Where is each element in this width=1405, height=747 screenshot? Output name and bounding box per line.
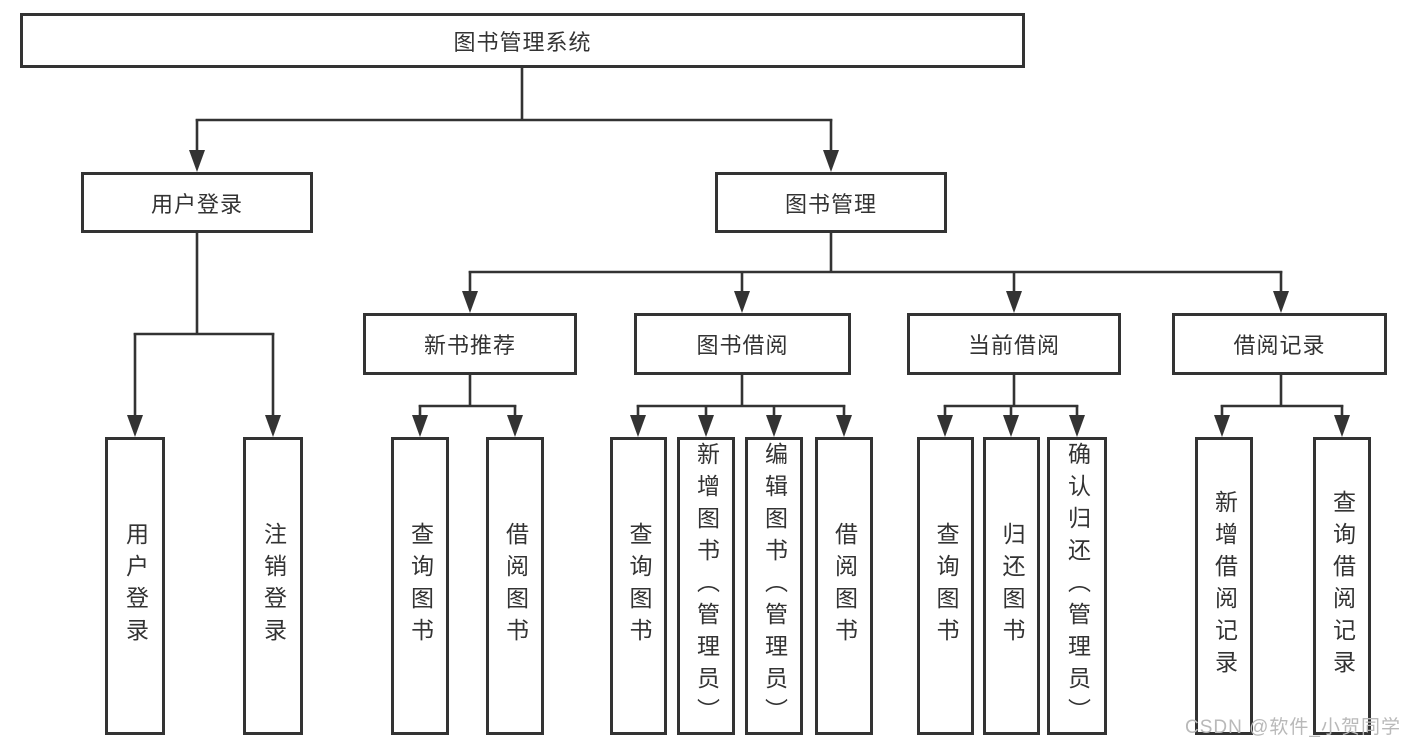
leaf-query-books-recommend: 查询图书: [391, 437, 449, 735]
node-label: 编辑图书（管理员）: [761, 442, 788, 730]
leaf-add-borrow-record: 新增借阅记录: [1195, 437, 1253, 735]
leaf-query-books-borrow: 查询图书: [610, 437, 667, 735]
leaf-borrow-books-recommend: 借阅图书: [486, 437, 544, 735]
leaf-query-borrow-record: 查询借阅记录: [1313, 437, 1371, 735]
node-label: 查询图书: [933, 522, 959, 650]
node-label: 图书管理系统: [453, 29, 592, 55]
node-label: 图书管理: [784, 191, 877, 217]
leaf-query-books-current: 查询图书: [917, 437, 974, 735]
node-book-borrow: 图书借阅: [634, 313, 851, 375]
leaf-add-books-admin: 新增图书（管理员）: [677, 437, 735, 735]
leaf-borrow-books: 借阅图书: [815, 437, 873, 735]
node-label: 注销登录: [260, 522, 287, 650]
node-label: 查询图书: [407, 522, 434, 650]
node-label: 当前借阅: [967, 333, 1060, 358]
node-label: 确认归还（管理员）: [1064, 442, 1091, 730]
node-label: 借阅图书: [831, 522, 858, 650]
node-label: 新增借阅记录: [1211, 490, 1238, 682]
node-borrow-records: 借阅记录: [1172, 313, 1387, 375]
leaf-confirm-return-admin: 确认归还（管理员）: [1047, 437, 1107, 735]
leaf-edit-books-admin: 编辑图书（管理员）: [745, 437, 803, 735]
node-label: 查询借阅记录: [1329, 490, 1356, 682]
node-label: 归还图书: [999, 522, 1025, 650]
node-library-management-system: 图书管理系统: [20, 13, 1025, 68]
node-label: 新增图书（管理员）: [693, 442, 720, 730]
leaf-return-books: 归还图书: [983, 437, 1040, 735]
node-label: 新书推荐: [423, 333, 516, 358]
node-label: 用户登录: [122, 522, 149, 650]
node-label: 查询图书: [626, 522, 652, 650]
node-book-management-branch: 图书管理: [715, 172, 947, 233]
node-current-borrow: 当前借阅: [907, 313, 1121, 375]
node-label: 图书借阅: [696, 333, 789, 358]
node-label: 借阅图书: [502, 522, 529, 650]
csdn-watermark: CSDN @软件_小贺同学: [1185, 717, 1401, 738]
node-user-login-branch: 用户登录: [81, 172, 313, 233]
leaf-logout: 注销登录: [243, 437, 303, 735]
node-label: 借阅记录: [1233, 333, 1326, 358]
leaf-user-login: 用户登录: [105, 437, 165, 735]
arrowheads: [127, 150, 1350, 437]
node-new-book-recommend: 新书推荐: [363, 313, 577, 375]
node-label: 用户登录: [150, 191, 243, 217]
